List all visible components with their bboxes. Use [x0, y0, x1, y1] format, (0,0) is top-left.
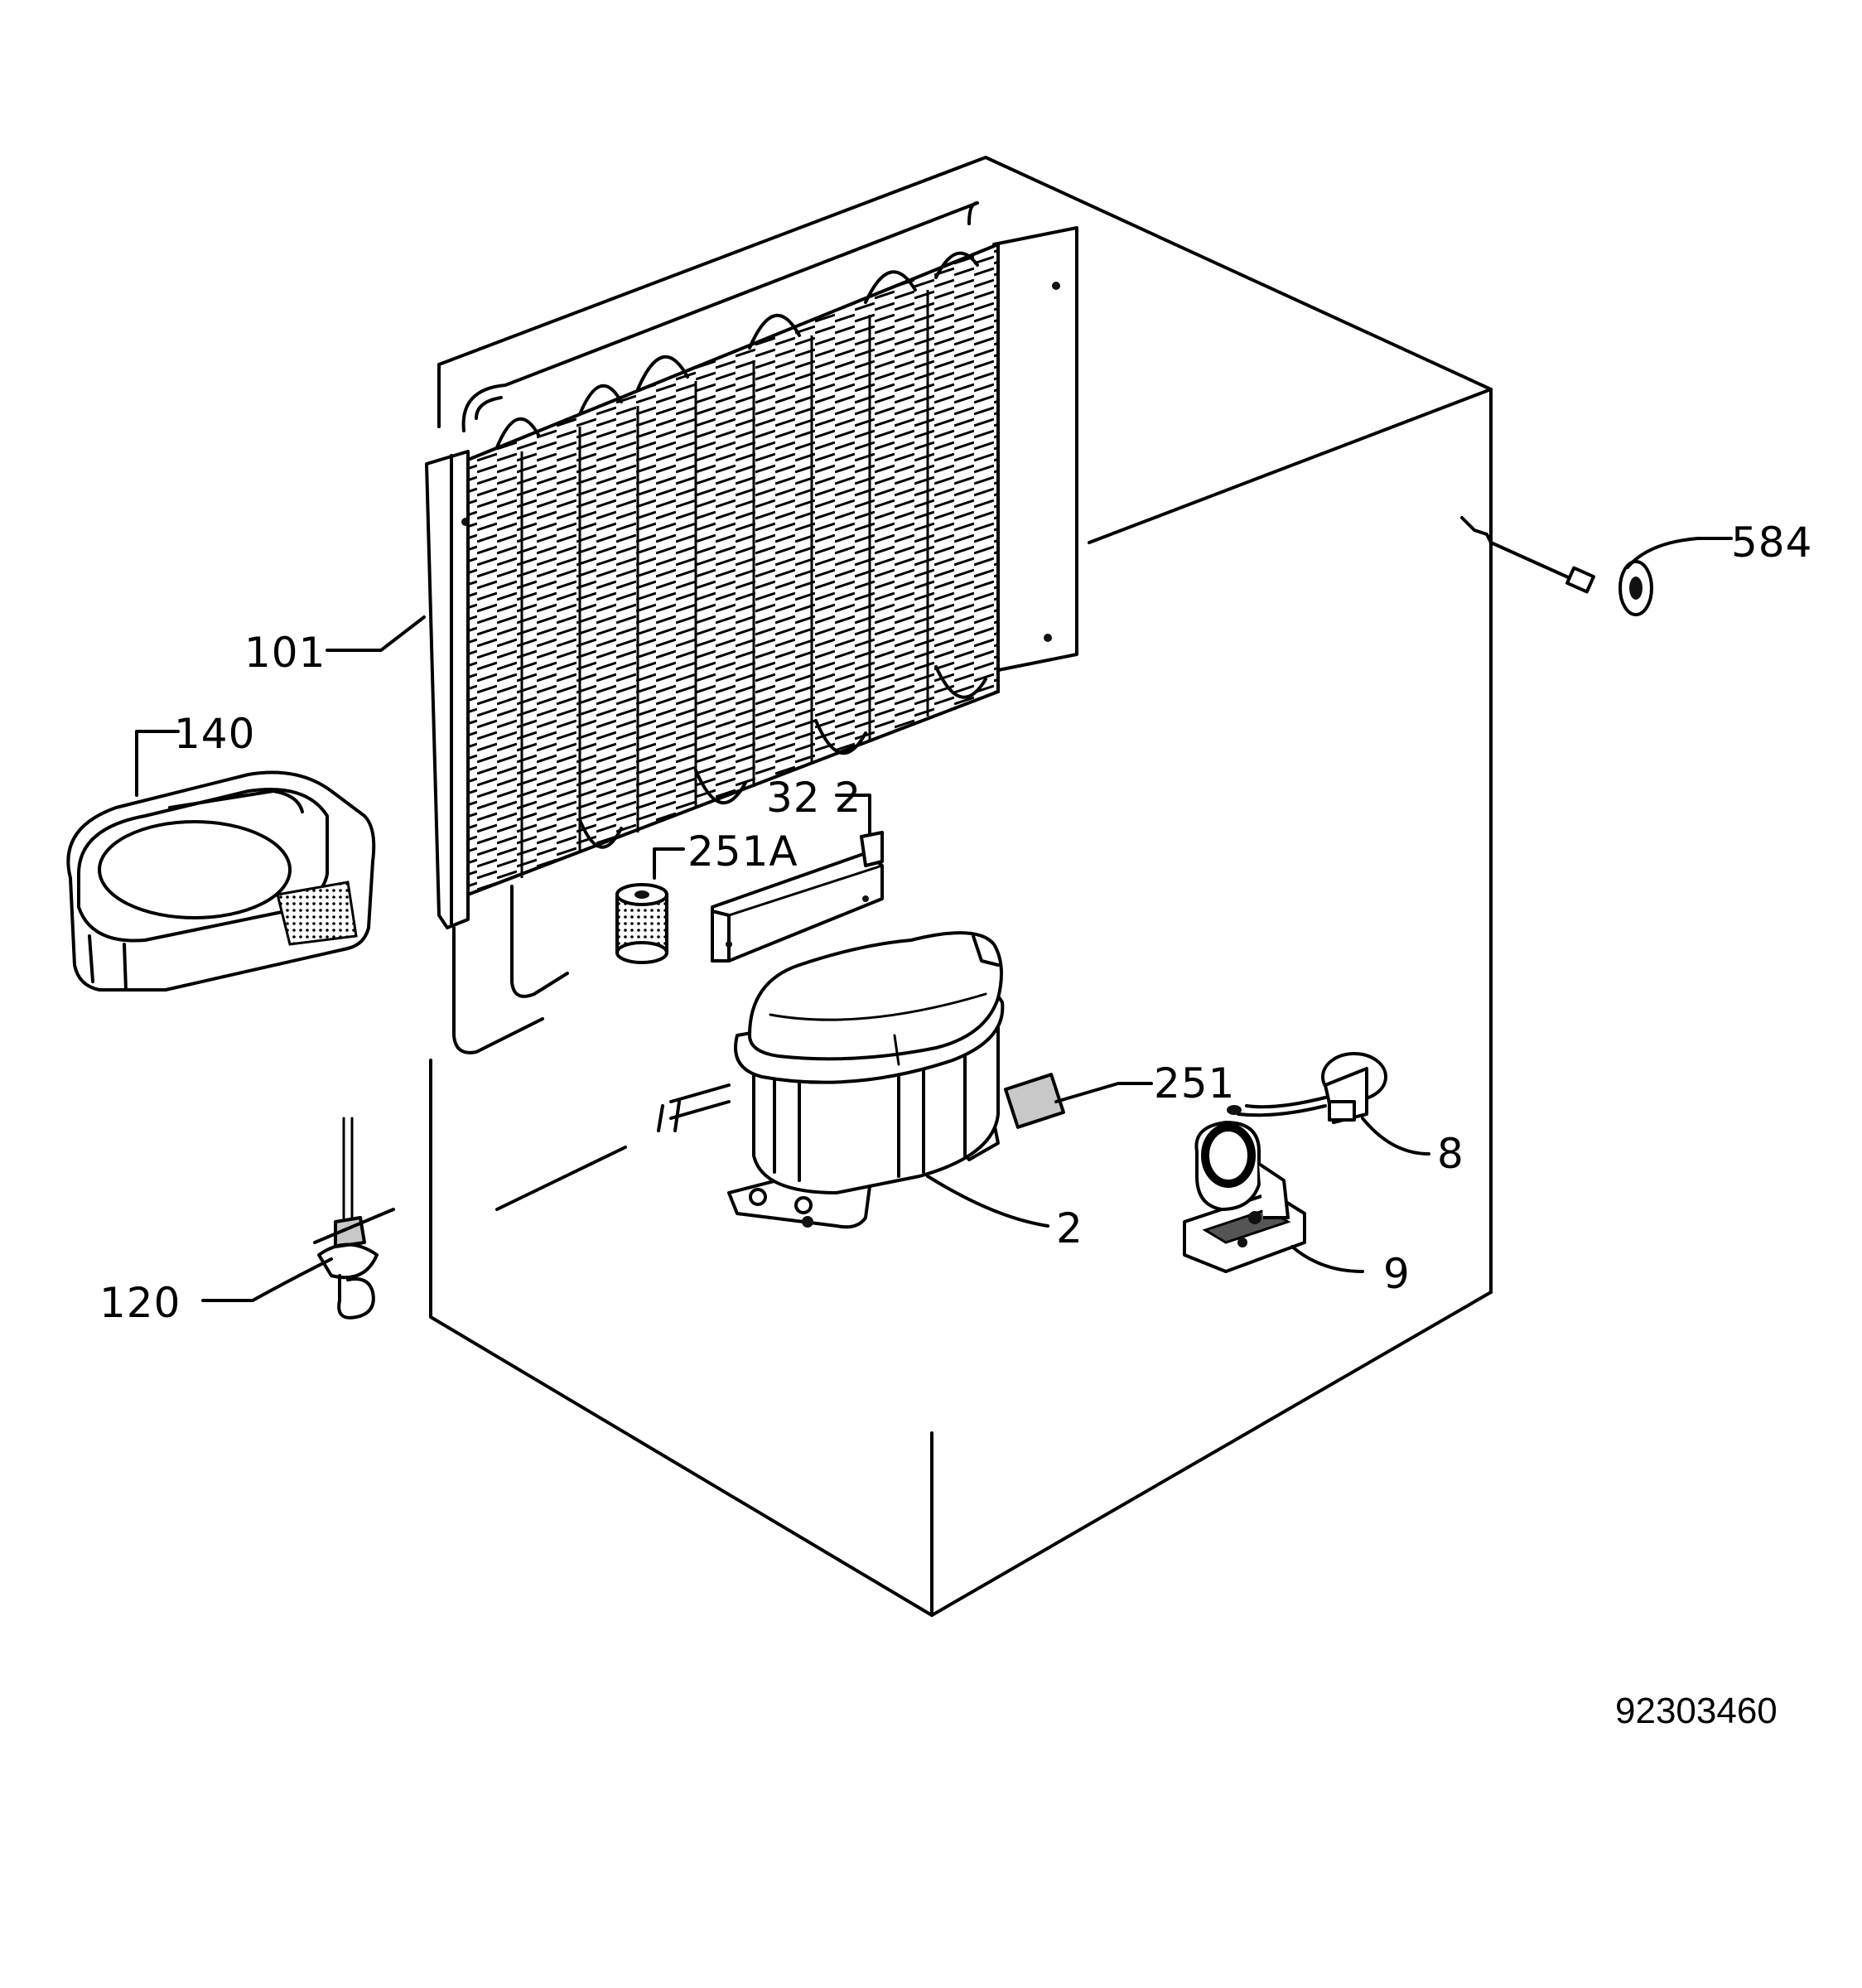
callout-101: 101 [244, 629, 326, 677]
mounting-bracket [711, 831, 884, 963]
document-number: 92303460 [1615, 1691, 1778, 1731]
overload-protector [1227, 1052, 1387, 1124]
callout-120: 120 [99, 1279, 181, 1327]
callout-8: 8 [1437, 1130, 1464, 1178]
callout-labels: 584 101 140 32 2 251A 251 8 2 9 120 [99, 519, 1812, 1327]
callout-584: 584 [1731, 519, 1812, 567]
start-relay [1183, 1121, 1306, 1273]
filter-drier [615, 883, 668, 964]
callout-251a: 251A [687, 828, 798, 876]
cable-clamp [313, 1117, 395, 1320]
sensor-part [1460, 516, 1653, 616]
compressor [495, 931, 1065, 1229]
callout-9: 9 [1383, 1250, 1411, 1298]
callout-251: 251 [1154, 1059, 1235, 1107]
leader-lines [135, 537, 1733, 1302]
callout-140: 140 [174, 710, 255, 758]
drip-tray [66, 770, 376, 992]
callout-322: 32 2 [766, 774, 861, 822]
callout-2: 2 [1056, 1204, 1083, 1252]
condenser-coil [425, 201, 1078, 1054]
